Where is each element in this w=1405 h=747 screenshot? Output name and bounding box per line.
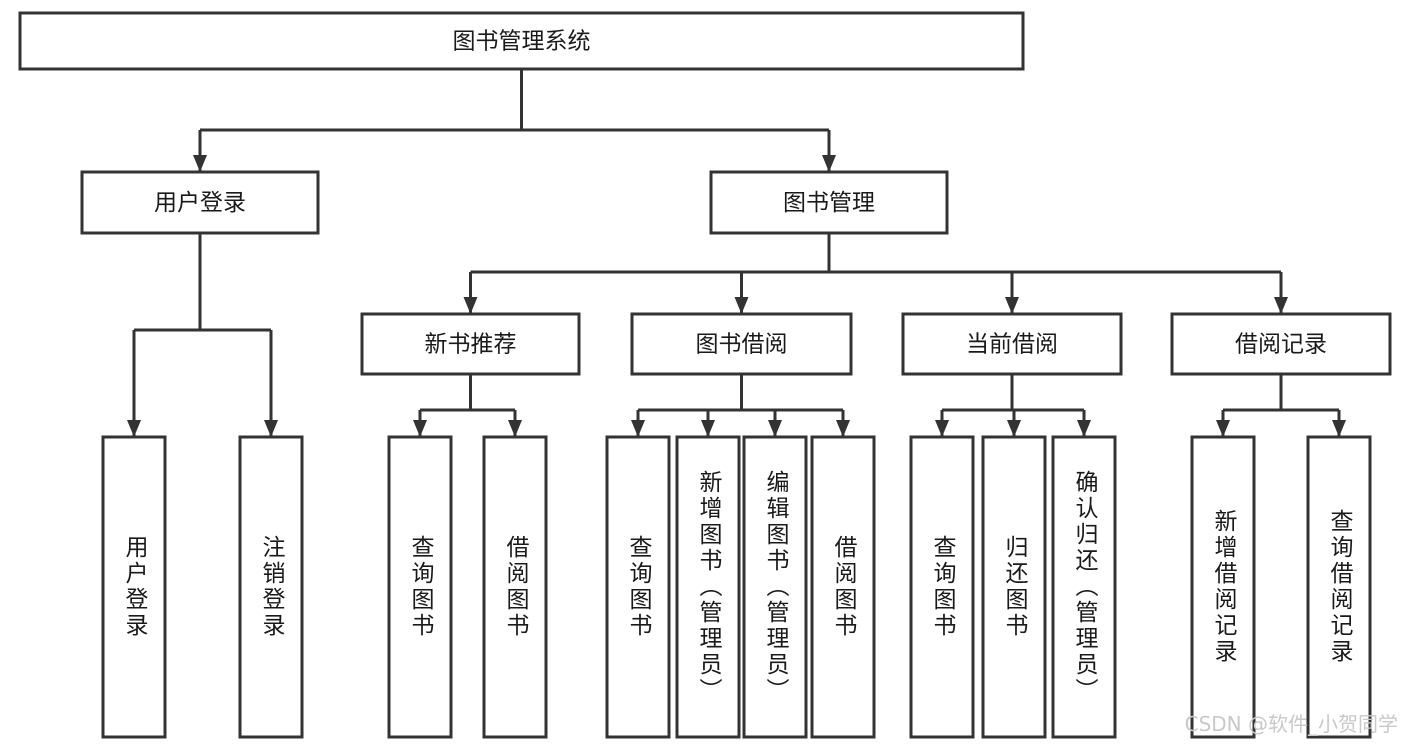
node-leaf-query-book-2-box[interactable] [605, 435, 671, 739]
arrow-head-icon [413, 420, 427, 437]
arrow-head-icon [1007, 420, 1021, 437]
node-book-borrow-box[interactable] [630, 312, 853, 376]
csdn-watermark: CSDN @软件_小贺同学 [1185, 712, 1398, 736]
node-leaf-query-book-2-label: 查询图书 [625, 535, 653, 639]
node-leaf-edit-book[interactable]: 编辑图书（管理员） [742, 435, 808, 739]
node-new-book-rec-label: 新书推荐 [425, 332, 517, 358]
node-leaf-return-book[interactable]: 归还图书 [981, 435, 1047, 739]
arrow-head-icon [264, 420, 278, 437]
node-leaf-borrow-book-1-box[interactable] [482, 435, 548, 739]
arrow-head-icon [463, 297, 478, 314]
node-book-manage-box[interactable] [709, 170, 949, 235]
arrow-head-icon [822, 155, 836, 172]
node-user-login-box[interactable] [80, 170, 320, 235]
node-user-login[interactable]: 用户登录 [80, 170, 320, 235]
node-leaf-user-login[interactable]: 用户登录 [101, 435, 167, 739]
node-leaf-borrow-book-2-label: 借阅图书 [830, 535, 858, 639]
arrow-head-icon [1216, 420, 1230, 437]
node-leaf-query-book-3-label: 查询图书 [929, 535, 957, 639]
node-leaf-query-book-2[interactable]: 查询图书 [605, 435, 671, 739]
arrow-head-icon [1332, 420, 1346, 437]
node-root-box[interactable] [18, 11, 1025, 71]
node-borrow-record[interactable]: 借阅记录 [1170, 312, 1392, 376]
node-current-borrow-label: 当前借阅 [966, 332, 1058, 358]
node-current-borrow[interactable]: 当前借阅 [901, 312, 1123, 376]
node-leaf-query-record[interactable]: 查询借阅记录 [1306, 435, 1372, 739]
node-leaf-add-record[interactable]: 新增借阅记录 [1190, 435, 1256, 739]
node-leaf-return-book-box[interactable] [981, 435, 1047, 739]
node-leaf-add-book-label: 新增图书（管理员） [695, 470, 723, 704]
node-leaf-add-record-box[interactable] [1190, 435, 1256, 739]
node-new-book-rec[interactable]: 新书推荐 [360, 312, 581, 376]
node-book-borrow-label: 图书借阅 [696, 332, 788, 358]
arrow-head-icon [935, 420, 949, 437]
node-leaf-query-book-1-box[interactable] [387, 435, 453, 739]
arrow-head-icon [1005, 297, 1019, 314]
node-leaf-query-book-3-box[interactable] [909, 435, 975, 739]
node-leaf-edit-book-label: 编辑图书（管理员） [762, 470, 790, 704]
node-leaf-confirm-return-label: 确认归还（管理员） [1071, 470, 1099, 704]
node-leaf-edit-book-box[interactable] [742, 435, 808, 739]
node-leaf-user-logout-label: 注销登录 [258, 535, 286, 639]
node-leaf-borrow-book-2-box[interactable] [810, 435, 876, 739]
node-leaf-borrow-book-1-label: 借阅图书 [502, 535, 530, 639]
node-leaf-user-login-label: 用户登录 [121, 535, 149, 639]
arrow-head-icon [768, 420, 782, 437]
node-leaf-borrow-book-1[interactable]: 借阅图书 [482, 435, 548, 739]
node-leaf-add-book-box[interactable] [675, 435, 741, 739]
node-leaf-query-book-3[interactable]: 查询图书 [909, 435, 975, 739]
node-leaf-add-book[interactable]: 新增图书（管理员） [675, 435, 741, 739]
node-layer: 图书管理系统用户登录图书管理新书推荐图书借阅当前借阅借阅记录用户登录注销登录查询… [18, 11, 1392, 739]
arrow-head-icon [1274, 297, 1288, 314]
node-leaf-query-book-1[interactable]: 查询图书 [387, 435, 453, 739]
node-current-borrow-box[interactable] [901, 312, 1123, 376]
node-user-login-label: 用户登录 [154, 190, 246, 216]
node-leaf-query-record-label: 查询借阅记录 [1326, 509, 1354, 665]
node-leaf-query-record-box[interactable] [1306, 435, 1372, 739]
node-leaf-user-login-box[interactable] [101, 435, 167, 739]
node-borrow-record-box[interactable] [1170, 312, 1392, 376]
node-leaf-confirm-return-box[interactable] [1051, 435, 1117, 739]
connector-layer [127, 69, 1346, 437]
arrow-head-icon [193, 155, 207, 172]
arrow-head-icon [631, 420, 645, 437]
node-leaf-query-book-1-label: 查询图书 [407, 535, 435, 639]
arrow-head-icon [701, 420, 715, 437]
node-root[interactable]: 图书管理系统 [18, 11, 1025, 71]
node-root-label: 图书管理系统 [453, 29, 591, 55]
node-leaf-add-record-label: 新增借阅记录 [1210, 509, 1238, 665]
arrow-head-icon [836, 420, 850, 437]
arrow-head-icon [734, 297, 749, 314]
node-leaf-confirm-return[interactable]: 确认归还（管理员） [1051, 435, 1117, 739]
node-leaf-return-book-label: 归还图书 [1001, 535, 1029, 639]
node-borrow-record-label: 借阅记录 [1235, 332, 1327, 358]
node-leaf-borrow-book-2[interactable]: 借阅图书 [810, 435, 876, 739]
arrow-head-icon [127, 420, 141, 437]
node-book-manage[interactable]: 图书管理 [709, 170, 949, 235]
node-leaf-user-logout[interactable]: 注销登录 [238, 435, 304, 739]
node-new-book-rec-box[interactable] [360, 312, 581, 376]
node-book-manage-label: 图书管理 [783, 190, 875, 216]
node-book-borrow[interactable]: 图书借阅 [630, 312, 853, 376]
arrow-head-icon [1077, 420, 1091, 437]
arrow-head-icon [508, 420, 522, 437]
node-leaf-user-logout-box[interactable] [238, 435, 304, 739]
